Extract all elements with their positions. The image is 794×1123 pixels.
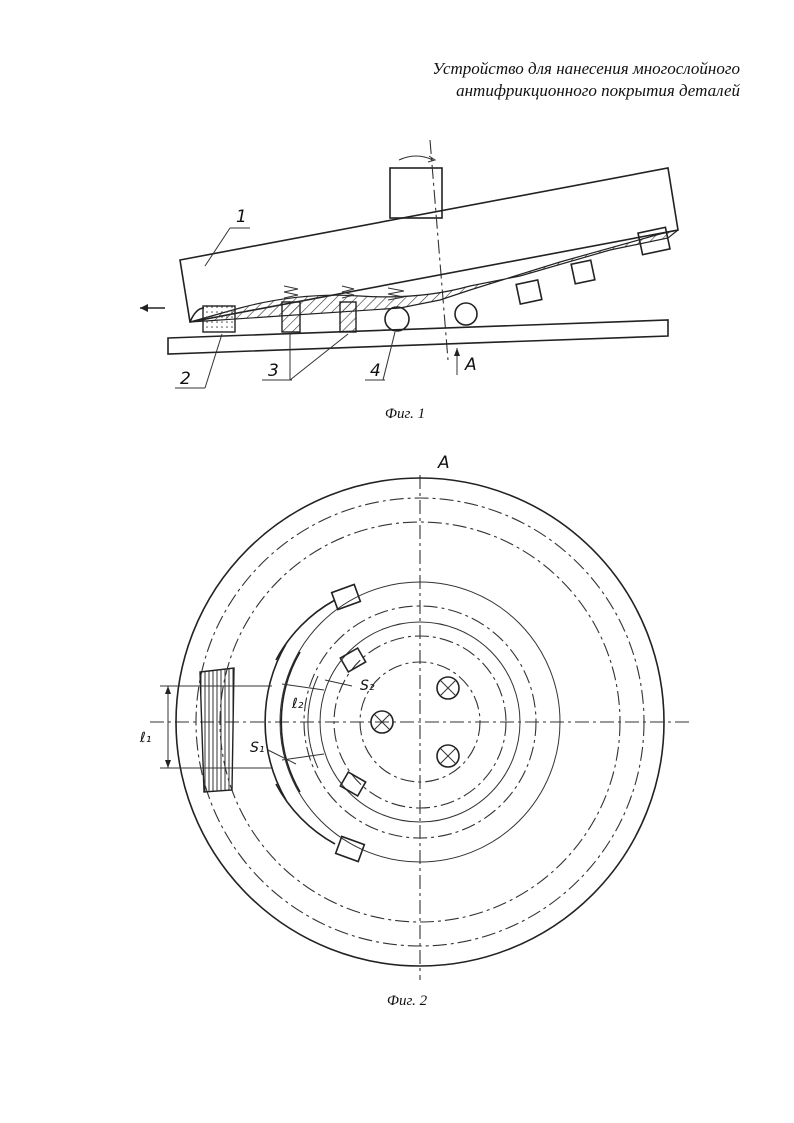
rotation-arrow <box>398 155 434 161</box>
label-part-3: 3 <box>268 361 279 381</box>
fig2-drawing: A ℓ₁ <box>139 453 690 980</box>
label-s2: S₂ <box>360 678 375 694</box>
insert-bottom-inner <box>339 770 367 798</box>
insert-bottom-outer <box>334 835 366 863</box>
title-line-1: Устройство для нанесения многослойного <box>432 59 740 78</box>
bolt-hole-3 <box>370 710 394 734</box>
ring-solid-2 <box>319 621 521 823</box>
title-line-2: антифрикционного покрытия деталей <box>456 81 740 100</box>
arc-segment-inner <box>280 651 301 793</box>
label-view-a-fig2: A <box>437 453 450 473</box>
label-s1: S₁ <box>250 740 265 756</box>
ring-dash-1 <box>195 497 645 947</box>
insert-3a <box>281 301 301 333</box>
block-2 <box>570 259 596 285</box>
ball-part-4 <box>384 306 410 332</box>
label-part-4: 4 <box>370 361 381 381</box>
bolt-hole-2 <box>436 744 460 768</box>
label-l2: ℓ₂ <box>291 696 304 712</box>
ring-dash-5 <box>359 661 481 783</box>
ring-dash-3 <box>303 605 537 839</box>
fig2-caption: Фиг. 2 <box>386 993 428 1009</box>
document-title: Устройство для нанесения многослойного а… <box>432 58 740 102</box>
block-3 <box>637 226 671 256</box>
outer-circle <box>175 477 665 967</box>
abrasive-pad-part-2 <box>202 305 236 333</box>
label-view-a-fig1: A <box>464 355 477 375</box>
label-l1: ℓ₁ <box>139 730 151 746</box>
fig1-drawing: 1 2 3 4 A <box>140 139 679 389</box>
striped-tool <box>199 667 235 793</box>
ring-inner-solid <box>279 581 561 863</box>
base-plate <box>167 319 669 355</box>
ring-dash-4 <box>333 635 507 809</box>
label-part-1: 1 <box>236 207 247 227</box>
label-part-2: 2 <box>180 369 191 389</box>
arc-segment-outer <box>264 643 287 801</box>
bolt-hole-1 <box>436 676 460 700</box>
insert-3b <box>339 301 357 333</box>
block-1 <box>515 278 543 306</box>
hatched-section <box>189 229 679 323</box>
spindle-axis <box>429 139 449 361</box>
insert-top-inner <box>339 646 367 674</box>
spindle-shaft <box>389 167 443 219</box>
fig1-caption: Фиг. 1 <box>384 406 426 422</box>
insert-top-outer <box>330 583 362 611</box>
ball-secondary <box>454 302 478 326</box>
